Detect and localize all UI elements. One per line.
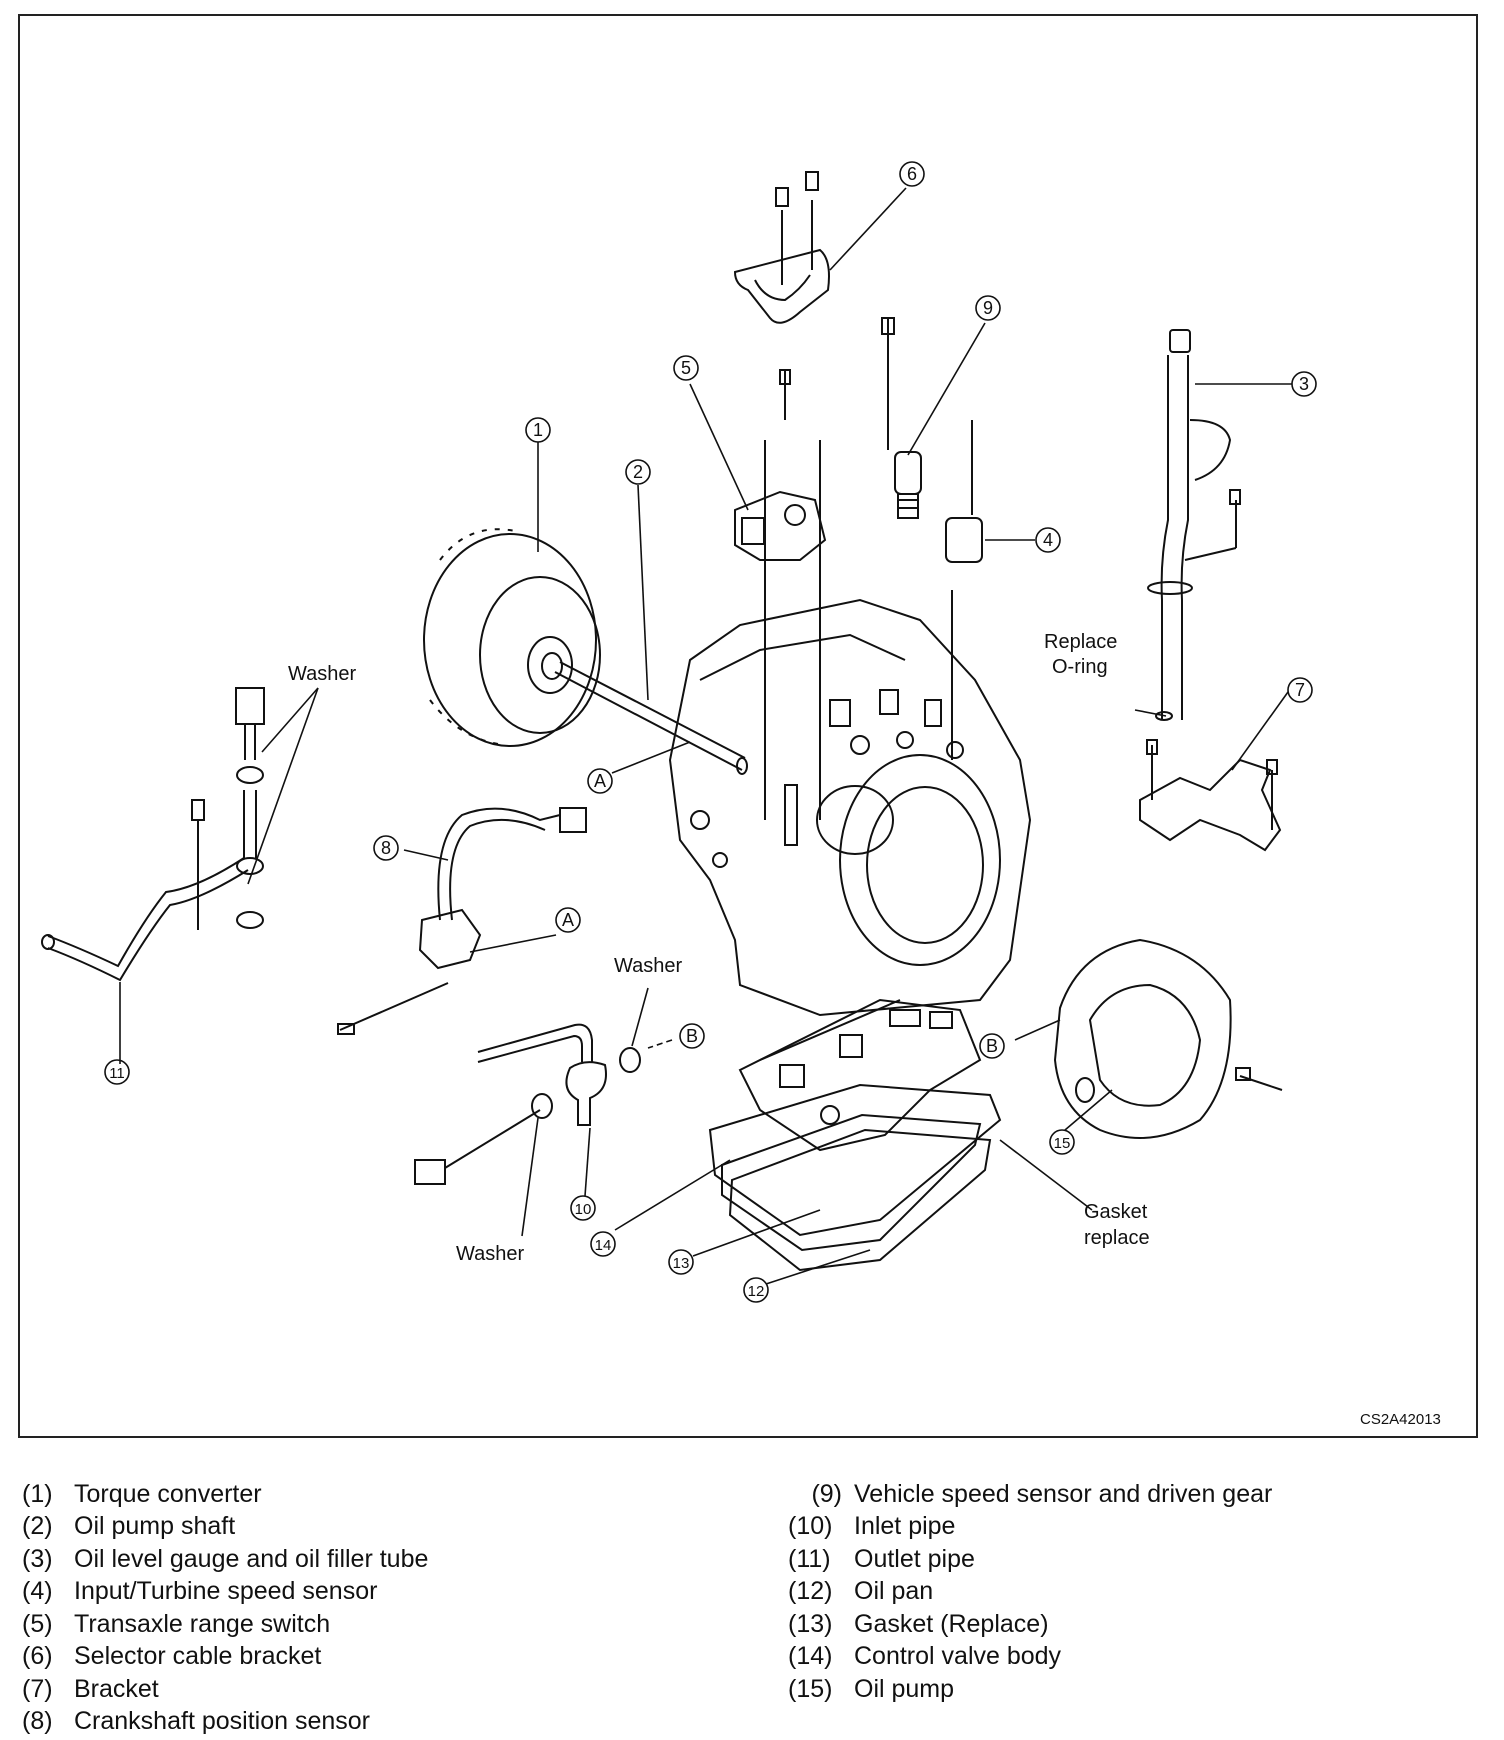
washer-label-bottom: Washer xyxy=(456,1243,525,1265)
exploded-view-diagram: 1 2 3 4 5 6 7 8 9 10 11 12 13 14 15 A A … xyxy=(41,161,1441,1428)
legend-number: (11) xyxy=(788,1544,831,1573)
legend-item: (6) Selector cable bracket xyxy=(22,1641,428,1674)
legend-number: (8) xyxy=(22,1707,53,1736)
legend-text: Outlet pipe xyxy=(854,1544,975,1573)
legend-number: (15) xyxy=(788,1674,833,1703)
legend-item: (2) Oil pump shaft xyxy=(22,1511,428,1544)
callout-7: 7 xyxy=(1295,680,1305,700)
callout-8: 8 xyxy=(381,838,391,858)
legend-item: (1) Torque converter xyxy=(22,1478,428,1511)
washer-label-top: Washer xyxy=(288,663,357,685)
torque-converter-part xyxy=(423,528,601,747)
legend-number: (2) xyxy=(22,1512,53,1541)
callout-12: 12 xyxy=(748,1283,765,1300)
callout-6: 6 xyxy=(907,164,917,184)
legend-item: (10) Inlet pipe xyxy=(788,1511,1272,1544)
legend-text: Torque converter xyxy=(74,1479,262,1508)
legend-item: (7) Bracket xyxy=(22,1673,428,1706)
legend-number: (10) xyxy=(788,1512,833,1541)
annotation-labels: Washer Washer Washer Replace O-ring Gask… xyxy=(288,631,1441,1428)
gasket-replace-label-line1: Gasket xyxy=(1084,1201,1148,1223)
callout-15: 15 xyxy=(1054,1135,1071,1152)
legend-number: (13) xyxy=(788,1609,833,1638)
legend-number: (5) xyxy=(22,1609,53,1638)
outlet-pipe-part xyxy=(41,687,265,982)
oil-filler-tube-part xyxy=(1147,329,1241,721)
legend-item: (15) Oil pump xyxy=(788,1673,1272,1706)
legend-item: (9) Vehicle speed sensor and driven gear xyxy=(788,1478,1272,1511)
replace-oring-label-line2: O-ring xyxy=(1052,656,1108,678)
legend-item: (11) Outlet pipe xyxy=(788,1543,1272,1576)
legend-number: (4) xyxy=(22,1577,53,1606)
legend-number: (12) xyxy=(788,1577,833,1606)
legend-text: Crankshaft position sensor xyxy=(74,1707,370,1736)
callout-9: 9 xyxy=(983,298,993,318)
legend-item: (8) Crankshaft position sensor xyxy=(22,1706,428,1739)
input-turbine-speed-sensor-part xyxy=(945,420,983,760)
legend-number: (14) xyxy=(788,1642,833,1671)
legend-item: (14) Control valve body xyxy=(788,1641,1272,1674)
inlet-pipe-part xyxy=(414,1023,641,1185)
legend-column-right: (9)Vehicle speed sensor and driven gear … xyxy=(788,1478,1272,1706)
replace-oring-label-line1: Replace xyxy=(1044,631,1117,653)
callout-5: 5 xyxy=(681,358,691,378)
diagram-frame xyxy=(18,14,1478,1438)
legend-text: Selector cable bracket xyxy=(74,1642,322,1671)
legend-text: Inlet pipe xyxy=(854,1512,956,1541)
oil-pump-part xyxy=(1053,938,1283,1139)
legend-text: Oil level gauge and oil filler tube xyxy=(74,1544,429,1573)
callout-14: 14 xyxy=(595,1237,612,1254)
ref-a-left: A xyxy=(594,771,606,791)
legend-number: (3) xyxy=(22,1544,53,1573)
legend-item: (4) Input/Turbine speed sensor xyxy=(22,1576,428,1609)
figure-code: CS2A42013 xyxy=(1360,1411,1441,1428)
legend-number: (9) xyxy=(811,1479,842,1508)
legend-text: Oil pan xyxy=(854,1577,934,1606)
callout-circles xyxy=(104,161,1317,1303)
bracket-part xyxy=(1139,739,1282,852)
crankshaft-position-sensor-part xyxy=(337,807,587,1035)
legend-text: Control valve body xyxy=(854,1642,1062,1671)
vehicle-speed-sensor-part xyxy=(881,317,922,519)
legend-item: (12) Oil pan xyxy=(788,1576,1272,1609)
ref-b-right: B xyxy=(986,1036,998,1056)
legend-item: (5) Transaxle range switch xyxy=(22,1608,428,1641)
oil-pump-shaft-part xyxy=(554,661,748,775)
selector-cable-bracket-part xyxy=(733,171,830,324)
legend-text: Oil pump xyxy=(854,1674,955,1703)
callout-1: 1 xyxy=(533,420,543,440)
legend-item: (13) Gasket (Replace) xyxy=(788,1608,1272,1641)
oil-pan-and-gasket-part xyxy=(708,1083,1002,1272)
transaxle-case-part xyxy=(668,598,1032,1017)
washer-label-mid: Washer xyxy=(614,955,683,977)
legend-text: Transaxle range switch xyxy=(74,1609,331,1638)
callout-2: 2 xyxy=(633,462,643,482)
legend-text: Gasket (Replace) xyxy=(854,1609,1049,1638)
legend-text: Vehicle speed sensor and driven gear xyxy=(854,1479,1273,1508)
legend-number: (7) xyxy=(22,1674,53,1703)
legend-text: Oil pump shaft xyxy=(74,1512,236,1541)
callout-4: 4 xyxy=(1043,530,1053,550)
parts-legend: (1) Torque converter (2) Oil pump shaft (3… xyxy=(22,1478,1482,1736)
gasket-replace-label-line2: replace xyxy=(1084,1227,1150,1249)
callout-13: 13 xyxy=(673,1255,690,1272)
legend-item: (3) Oil level gauge and oil filler tube xyxy=(22,1543,428,1576)
legend-text: Bracket xyxy=(74,1674,159,1703)
callout-3: 3 xyxy=(1299,374,1309,394)
legend-number: (6) xyxy=(22,1642,53,1671)
legend-column-left: (1) Torque converter (2) Oil pump shaft (3… xyxy=(22,1478,428,1738)
control-valve-body-part xyxy=(738,998,982,1152)
legend-number: (1) xyxy=(22,1479,53,1508)
callout-10: 10 xyxy=(575,1201,592,1218)
leader-lines xyxy=(119,187,1292,1285)
callout-labels: 1 2 3 4 5 6 7 8 9 10 11 12 13 14 15 A A … xyxy=(109,164,1309,1300)
legend-text: Input/Turbine speed sensor xyxy=(74,1577,378,1606)
ref-b-left: B xyxy=(686,1026,698,1046)
transaxle-range-switch-part xyxy=(734,369,827,820)
ref-a-right: A xyxy=(562,910,574,930)
callout-11: 11 xyxy=(109,1065,125,1082)
